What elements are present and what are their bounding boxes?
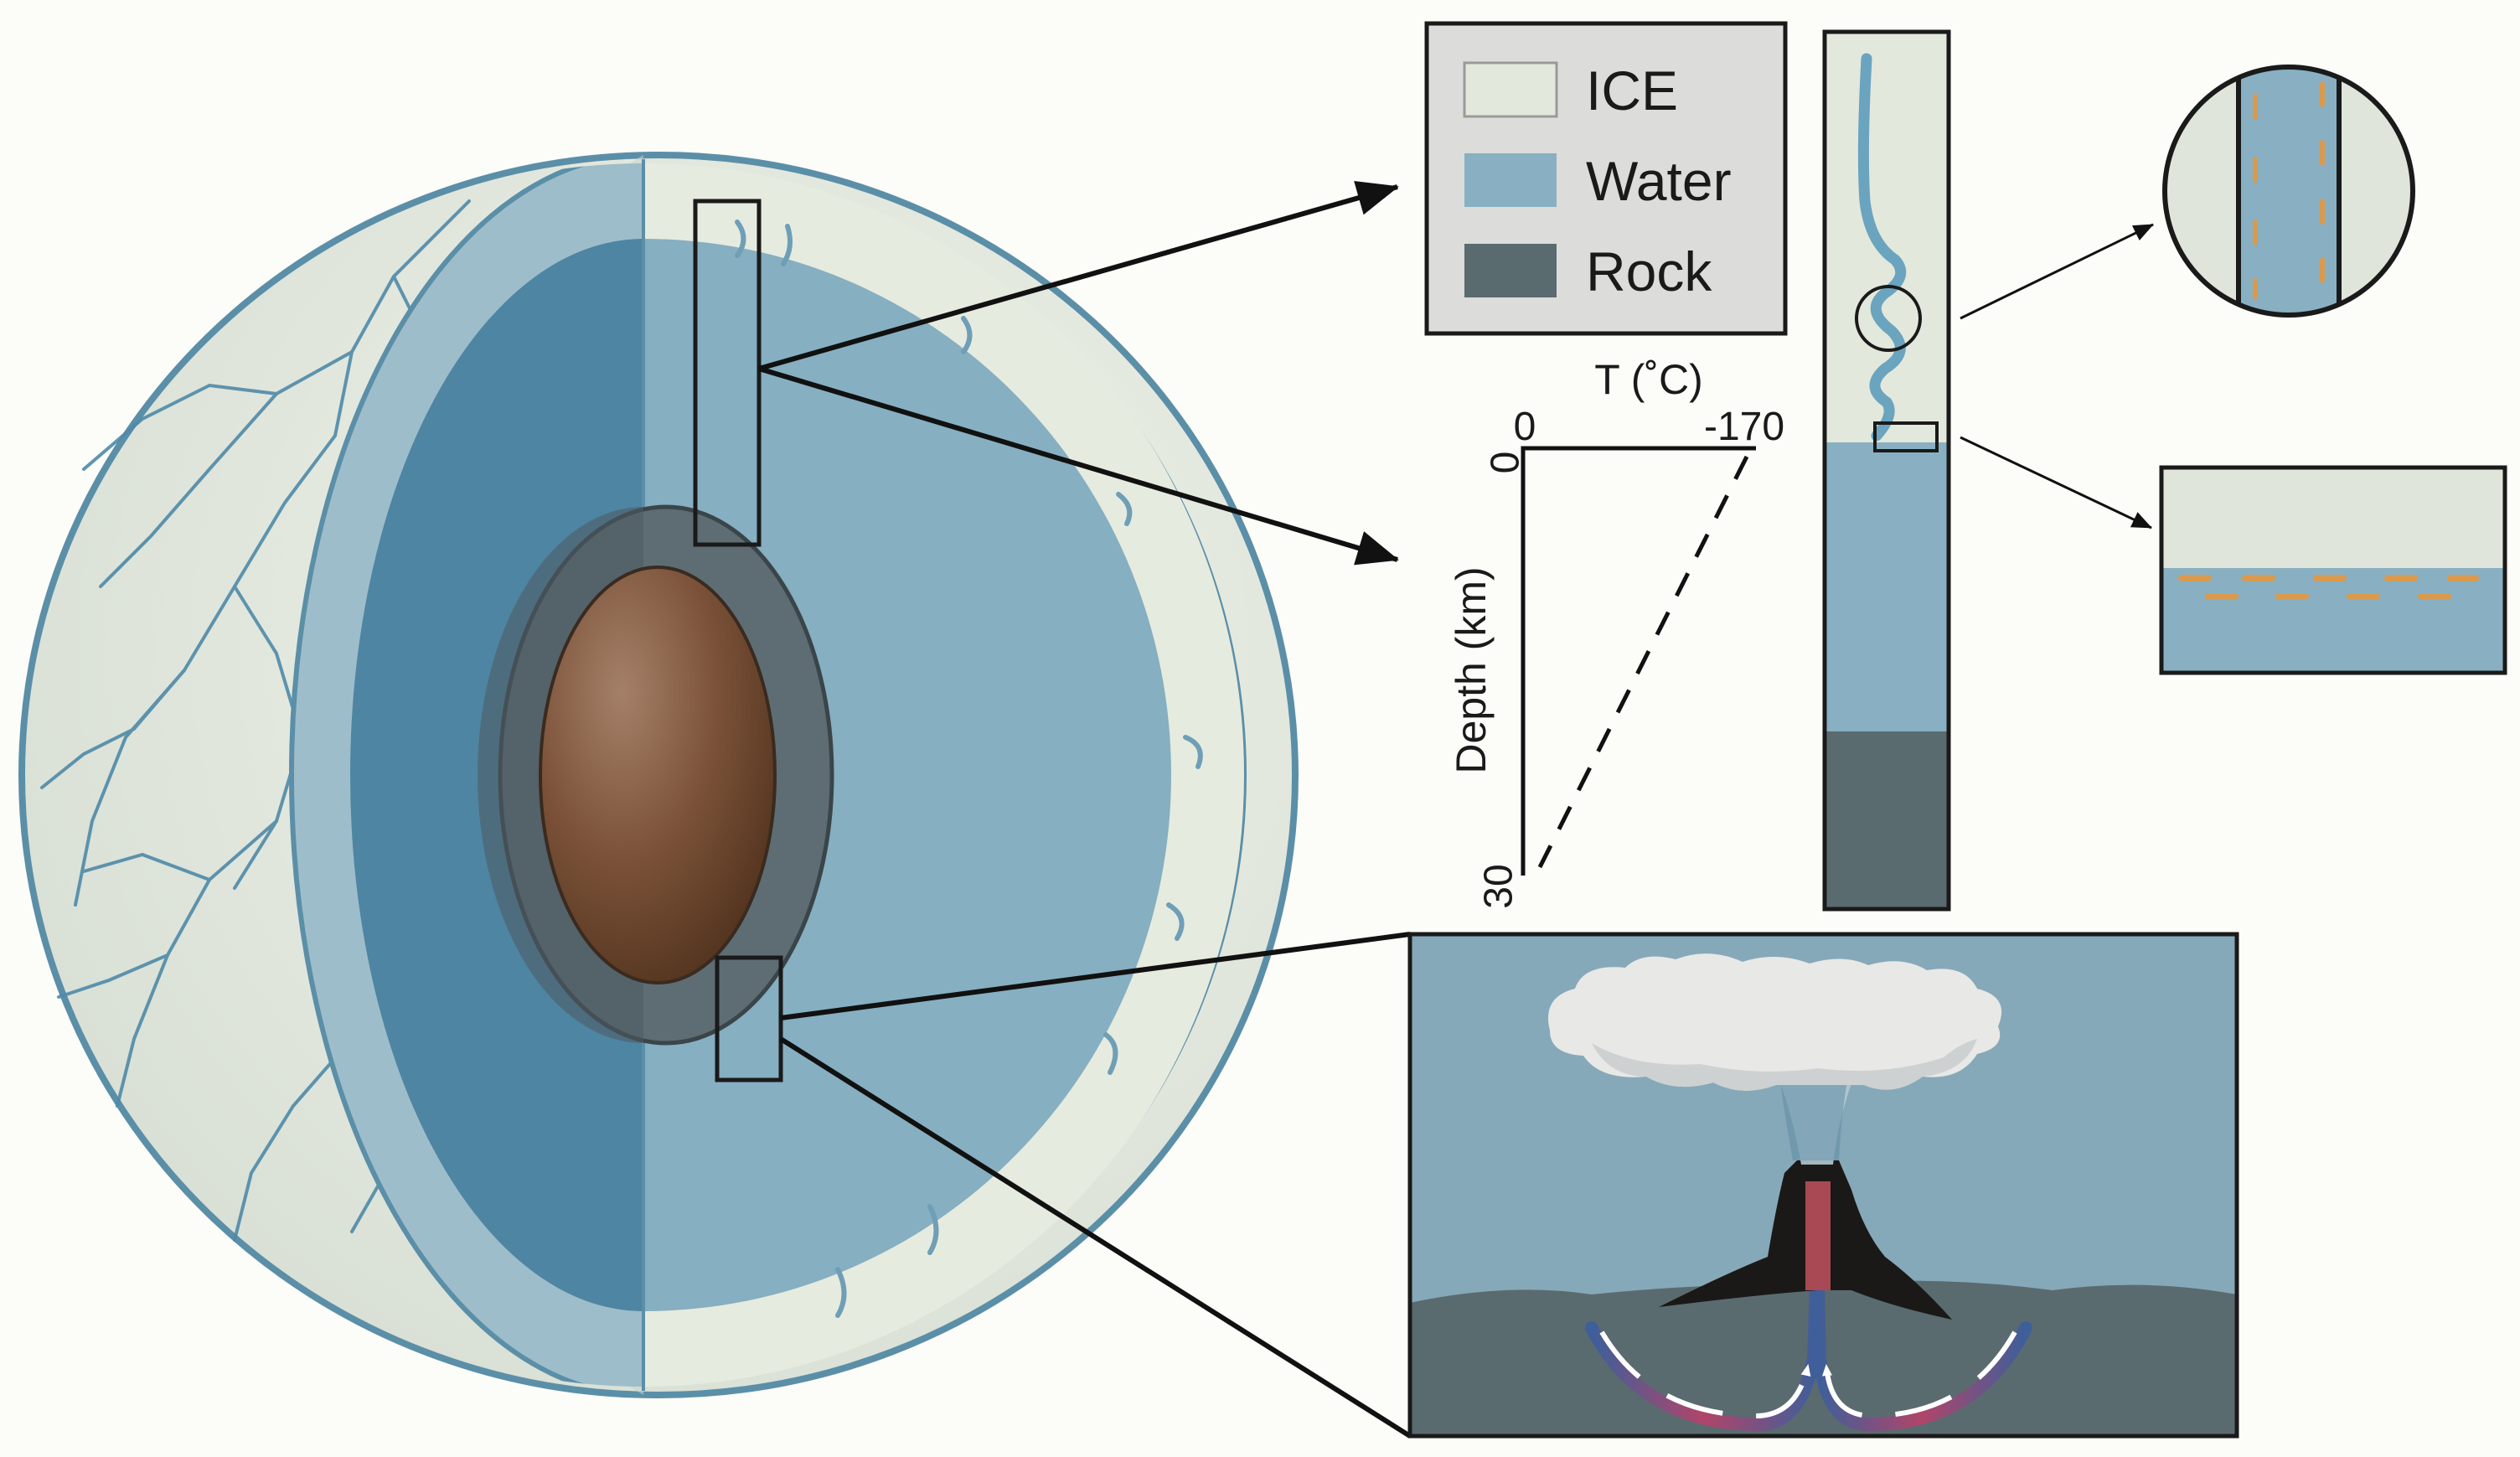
brine-channel [1857,53,1907,442]
interface-zoom-box [1873,421,1939,452]
convection-loop-right [1811,1275,2032,1432]
legend-swatch-water [1464,153,1557,207]
temperature-axis-title: T (˚C) [1594,356,1703,403]
column-water-layer [1825,442,1949,731]
channel-zoom-circle [1855,285,1922,352]
legend-swatch-rock [1464,244,1557,297]
temperature-profile: T (˚C) 0 -170 0 30 Depth (km) [1448,356,1784,909]
ice-column [1822,29,2154,912]
top-tick-minus-170: -170 [1704,405,1784,449]
globe-callout-seafloor-box [715,955,783,1082]
left-tick-30: 30 [1477,864,1521,908]
moon-cutaway [18,152,1299,1398]
legend-label-ice: ICE [1586,59,1678,121]
globe-callout-shell-box [693,199,762,547]
column-ice-layer [1825,32,1949,442]
top-tick-0: 0 [1514,405,1536,449]
rocky-core [539,566,777,984]
legend-label-water: Water [1586,150,1732,212]
hydrothermal-vent-panel [1407,932,2239,1439]
plume-cloud [1548,953,2002,1091]
column-rock-layer [1825,731,1949,909]
column-outline [1822,29,1951,912]
callout-arrows [758,180,1412,1439]
temperature-gradient-line [1537,455,1749,869]
shell-inner-cracks [735,220,1203,1318]
legend-label-rock: Rock [1586,240,1712,302]
legend-swatch-ice [1463,61,1558,118]
brine-channel-zoom [2162,65,2415,318]
profile-axes [1521,446,1756,876]
left-tick-0: 0 [1484,452,1528,474]
convection-loop-left [1585,1275,1823,1432]
ice-water-interface-zoom [2159,465,2507,675]
depth-axis-title: Depth (km) [1448,566,1495,773]
